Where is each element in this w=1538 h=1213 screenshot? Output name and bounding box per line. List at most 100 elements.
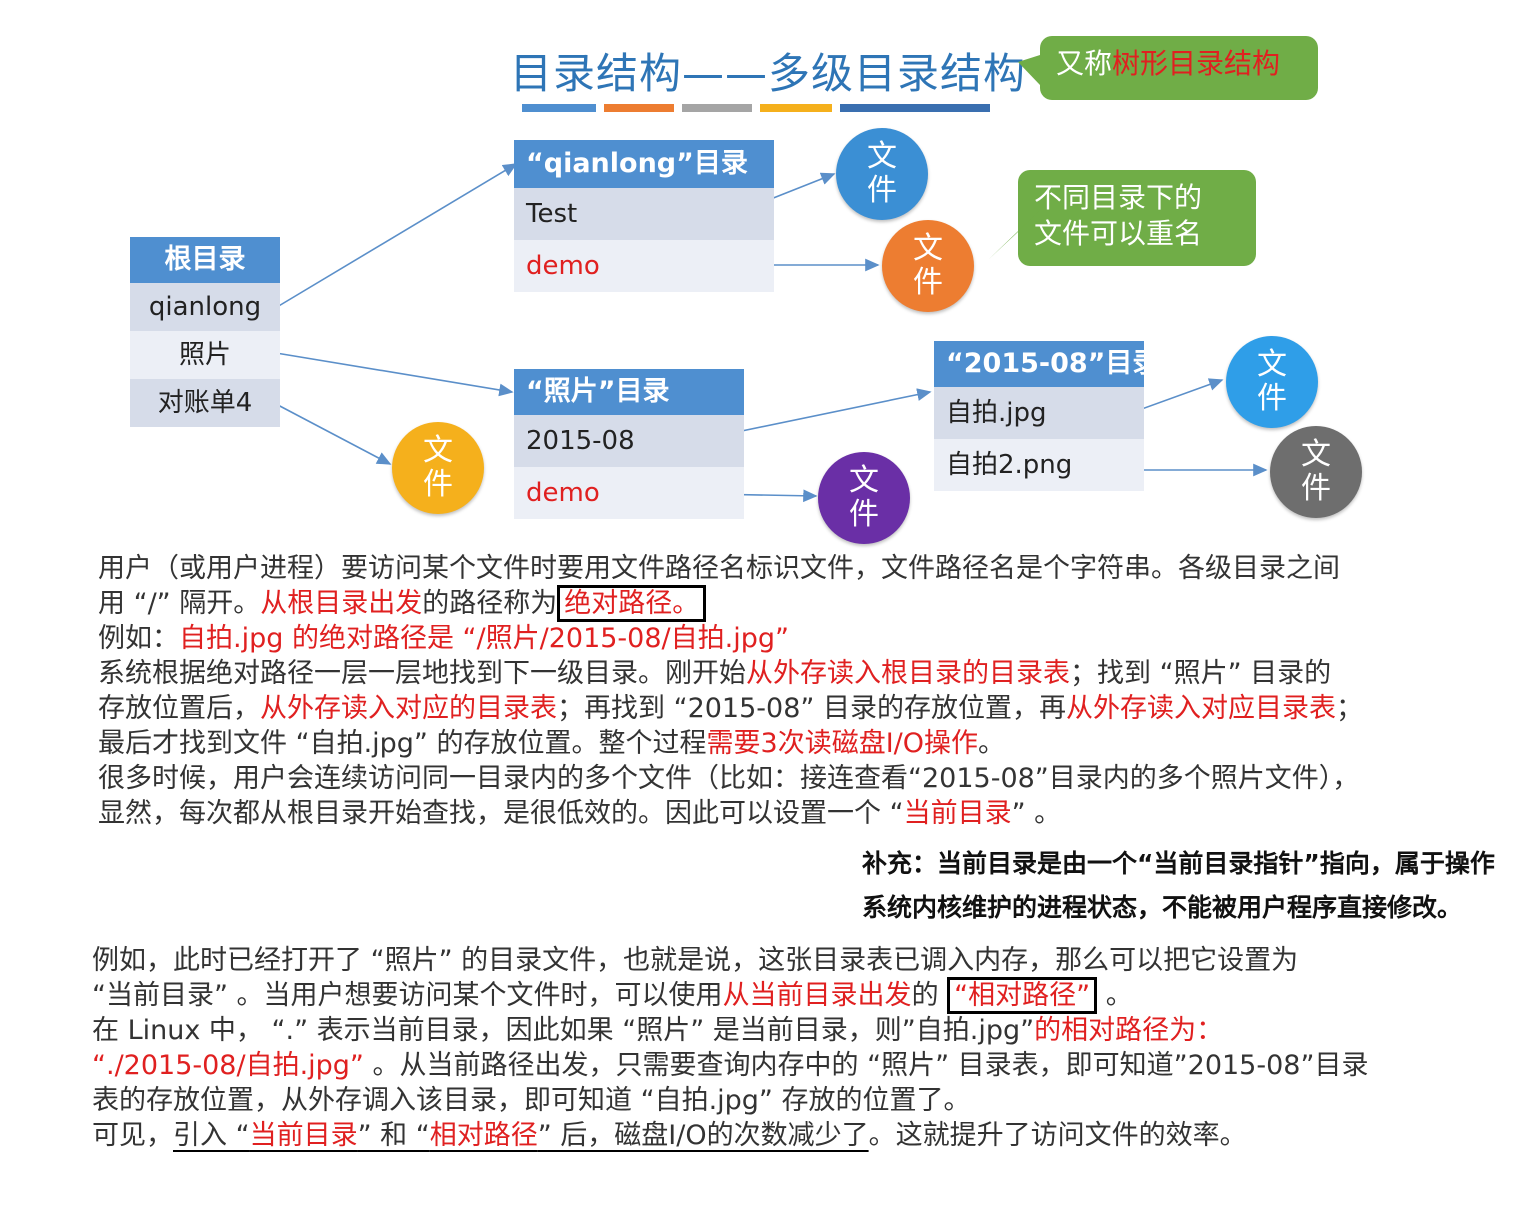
relative-path-explanation: 例如，此时已经打开了 “照片” 的目录文件，也就是说，这张目录表已调入内存，那么…	[92, 943, 1492, 1153]
p4b-post: ” 。	[1011, 798, 1062, 829]
callout-rename: 不同目录下的 文件可以重名	[1018, 170, 1256, 266]
arrow-photo-to-dir	[269, 351, 514, 397]
p3b-red2: 从外存读入对应目录表	[1065, 693, 1336, 724]
callout-rename-tail	[988, 210, 1040, 260]
q3-underlined: 引入 “当前目录” 和 “相对路径” 后，磁盘I/O的次数减少了	[173, 1120, 869, 1151]
file-circle-demo2: 文件	[818, 452, 910, 544]
p2-red-example: 自拍.jpg 的绝对路径是 “/照片/2015-08/自拍.jpg”	[179, 623, 789, 654]
callout-rename-line2: 文件可以重名	[1034, 217, 1203, 250]
q2-line2: “./2015-08/自拍.jpg” 。从当前路径出发，只需要查询内存中的 “照…	[92, 1048, 1492, 1083]
q1b-post: 。	[1097, 980, 1133, 1011]
q2-line1: 在 Linux 中， “.” 表示当前目录，因此如果 “照片” 是当前目录，则”…	[92, 1013, 1492, 1048]
file-circle-bill: 文件	[392, 422, 484, 514]
photo-row-2015: 2015-08	[514, 415, 744, 467]
p3a-post: ；找到 “照片” 目录的	[1070, 658, 1332, 689]
q2b-red-path: “./2015-08/自拍.jpg”	[92, 1050, 364, 1081]
root-row-photo: 照片	[130, 331, 280, 379]
qianlong-directory-table: “qianlong”目录 Test demo	[514, 140, 774, 292]
file-label-bottom: 件	[1301, 471, 1331, 506]
callout-rename-line1: 不同目录下的	[1034, 181, 1203, 214]
q3-u3: ” 后，磁盘I/O的次数减少了	[537, 1120, 869, 1151]
callout-tree-tail	[1018, 55, 1040, 85]
file-label-top: 文	[849, 463, 879, 498]
p3b-mid: ；再找到 “2015-08” 目录的存放位置，再	[557, 693, 1066, 724]
root-directory-header: 根目录	[130, 237, 280, 283]
p3a-pre: 系统根据绝对路径一层一层地找到下一级目录。刚开始	[98, 658, 746, 689]
photo-directory-table: “照片”目录 2015-08 demo	[514, 369, 744, 519]
photo-directory-header: “照片”目录	[514, 369, 744, 415]
p2-pre: 例如：	[98, 623, 179, 654]
p3b-pre: 存放位置后，	[98, 693, 260, 724]
file-label-bottom: 件	[423, 467, 453, 502]
supp-line1: 补充：当前目录是由一个“当前目录指针”指向，属于操作	[862, 849, 1495, 878]
dir-2015-row-selfie2: 自拍2.png	[934, 439, 1144, 491]
p1-line2: 用 “/” 隔开。从根目录出发的路径称为绝对路径。	[98, 585, 1478, 622]
dir-2015-table: “2015-08”目录 自拍.jpg 自拍2.png	[934, 341, 1159, 491]
file-circle-test: 文件	[836, 128, 928, 220]
file-label-bottom: 件	[867, 173, 897, 208]
p3b-red: 从外存读入对应的目录表	[260, 693, 557, 724]
file-label-top: 文	[1301, 437, 1331, 472]
file-circle-demo1: 文件	[882, 220, 974, 312]
p1-line1: 用户（或用户进程）要访问某个文件时要用文件路径名标识文件，文件路径名是个字符串。…	[98, 553, 1340, 584]
q2b-post: 。从当前路径出发，只需要查询内存中的 “照片” 目录表，即可知道”2015-08…	[363, 1050, 1369, 1081]
arrow-bill-to-file	[275, 403, 392, 465]
p1-red-from-root: 从根目录出发	[260, 588, 423, 619]
dir-2015-header: “2015-08”目录	[934, 341, 1159, 387]
boxed-relative-path: “相对路径”	[947, 977, 1098, 1014]
q3-conclusion: 可见，引入 “当前目录” 和 “相对路径” 后，磁盘I/O的次数减少了。这就提升…	[92, 1118, 1492, 1153]
qianlong-directory-header: “qianlong”目录	[514, 140, 774, 188]
q1b-red: 从当前目录出发	[722, 980, 912, 1011]
title-bar-darkblue	[840, 104, 990, 112]
p1-mid: 的路径称为	[422, 588, 558, 619]
file-label-top: 文	[867, 139, 897, 174]
p3c-post: 。	[978, 728, 1006, 759]
q2a-pre: 在 Linux 中， “.” 表示当前目录，因此如果 “照片” 是当前目录，则”…	[92, 1015, 1035, 1046]
p4-line2: 显然，每次都从根目录开始查找，是很低效的。因此可以设置一个 “当前目录” 。	[98, 796, 1478, 831]
p3-line1: 系统根据绝对路径一层一层地找到下一级目录。刚开始从外存读入根目录的目录表；找到 …	[98, 656, 1478, 691]
p4b-pre: 显然，每次都从根目录开始查找，是很低效的。因此可以设置一个 “	[98, 798, 904, 829]
boxed-absolute-path: 绝对路径。	[557, 585, 707, 622]
q2-line3: 表的存放位置，从外存调入该目录，即可知道 “自拍.jpg” 存放的位置了。	[92, 1085, 971, 1116]
file-circle-selfie2: 文件	[1270, 426, 1362, 518]
p3-line3: 最后才找到文件 “自拍.jpg” 的存放位置。整个过程需要3次读磁盘I/O操作。	[98, 726, 1478, 761]
p3c-red: 需要3次读磁盘I/O操作	[706, 728, 979, 759]
q1b-pre: “当前目录” 。当用户想要访问某个文件时，可以使用	[92, 980, 723, 1011]
file-label-top: 文	[913, 231, 943, 266]
p3b-post: ；	[1335, 693, 1363, 724]
file-label-bottom: 件	[913, 265, 943, 300]
file-label-top: 文	[1257, 347, 1287, 382]
title-bar-orange	[604, 104, 674, 112]
qianlong-row-test: Test	[514, 188, 774, 240]
slide-title: 目录结构——多级目录结构	[510, 49, 1027, 98]
p4b-red-current-dir: 当前目录	[903, 798, 1012, 829]
q2a-red: 的相对路径为：	[1034, 1015, 1224, 1046]
dir-2015-row-selfie: 自拍.jpg	[934, 387, 1144, 439]
qianlong-row-demo: demo	[514, 240, 774, 292]
arrow-qianlong-to-dir	[271, 163, 518, 311]
q3-post: 。这就提升了访问文件的效率。	[868, 1120, 1247, 1151]
p2-example: 例如：自拍.jpg 的绝对路径是 “/照片/2015-08/自拍.jpg”	[98, 621, 1478, 656]
p3c-pre: 最后才找到文件 “自拍.jpg” 的存放位置。整个过程	[98, 728, 707, 759]
callout-tree-prefix: 又称	[1056, 47, 1113, 80]
arrow-2015-to-dir	[707, 388, 932, 439]
q3-u2: ” 和 “	[357, 1120, 430, 1151]
absolute-path-explanation: 用户（或用户进程）要访问某个文件时要用文件路径名标识文件，文件路径名是个字符串。…	[98, 551, 1478, 831]
callout-tree-structure: 又称树形目录结构	[1040, 36, 1318, 100]
q1b-mid: 的	[911, 980, 948, 1011]
q3-red-current-dir: 当前目录	[249, 1120, 358, 1151]
photo-row-demo: demo	[514, 467, 744, 519]
q3-pre: 可见，	[92, 1120, 173, 1151]
q1-line1: 例如，此时已经打开了 “照片” 的目录文件，也就是说，这张目录表已调入内存，那么…	[92, 945, 1299, 976]
p4-line1: 很多时候，用户会连续访问同一目录内的多个文件（比如：接连查看“2015-08”目…	[98, 763, 1360, 794]
callout-tree-highlight: 树形目录结构	[1112, 47, 1281, 80]
root-row-qianlong: qianlong	[130, 283, 280, 331]
file-label-bottom: 件	[1257, 381, 1287, 416]
file-circle-selfie: 文件	[1226, 336, 1318, 428]
connector-arrows	[269, 55, 1268, 503]
title-bar-gray	[682, 104, 752, 112]
file-label-bottom: 件	[849, 497, 879, 532]
p3a-red: 从外存读入根目录的目录表	[746, 658, 1070, 689]
title-bar-blue	[522, 104, 596, 112]
root-row-bill: 对账单4	[130, 379, 280, 427]
